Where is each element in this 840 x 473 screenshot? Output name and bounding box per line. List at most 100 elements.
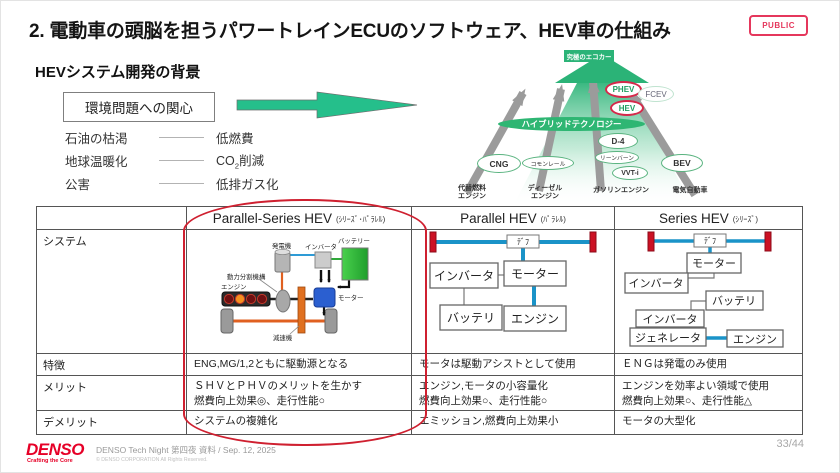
demerit-parallel: エミッション,燃費向上効果小 (412, 411, 615, 434)
denso-tagline: Crafting the Core (27, 458, 73, 464)
feature-ps: ENG,MG/1,2ともに駆動源となる (187, 354, 412, 376)
demerit-ps: システムの複雑化 (187, 411, 412, 434)
hybrid-technology-banner: ハイブリッドテクノロジー (498, 117, 645, 131)
document-info: DENSO Tech Night 第四夜 資料 / Sep. 12, 2025 (96, 445, 276, 455)
wheel-left (220, 308, 234, 334)
section-heading: HEVシステム開発の背景 (35, 64, 201, 81)
issue-effect: 低排ガス化 (216, 177, 279, 192)
label-motor: モーター (511, 267, 559, 281)
label-battery: バッテリー (338, 237, 370, 245)
label-inverter: インバータ (434, 269, 494, 283)
wheel-left (429, 231, 437, 253)
bubble-vvti: VVT-i (612, 166, 648, 180)
diagram-parallel-hev: ﾃﾞﾌ モーター インバータ バッテリ エンジン (412, 230, 615, 354)
bubble-cng: CNG (477, 154, 521, 173)
pointer-reduction (289, 325, 300, 335)
label-generator: ジェネレータ (635, 332, 701, 345)
motor-box (503, 260, 567, 287)
diagram-series-hev: ﾃﾞﾌ モーター インバータ バッテリ インバータ ジェネレータ エンジン (615, 230, 802, 354)
bubble-lean-burn: リーンバーン (595, 151, 639, 164)
label-engine: エンジン (733, 334, 777, 346)
label-diff: ﾃﾞﾌ (517, 238, 529, 247)
green-arrowhead (555, 54, 649, 83)
lane-arrow-1 (463, 88, 527, 195)
battery-box (705, 290, 764, 311)
header-empty (37, 207, 187, 230)
merit-ps: ＳＨＶとＰＨＶのメリットを生かす燃費向上効果◎、走行性能○ (187, 376, 412, 411)
reduction-gear-body (297, 286, 306, 334)
merit-series: エンジンを効率よい領域で使用燃費向上効果○、走行性能△ (615, 376, 802, 411)
label-inverter1: インバータ (629, 277, 684, 290)
label-inverter2: インバータ (643, 313, 698, 326)
motor-body (313, 287, 336, 308)
engine-cyl1 (223, 293, 235, 305)
issue-cause: 石油の枯渇 (65, 131, 128, 146)
lane-arrow-3 (587, 75, 605, 192)
bubble-bev: BEV (661, 154, 703, 172)
battery-box (439, 304, 503, 331)
motor-box (686, 252, 742, 274)
row-label-feature: 特徴 (37, 354, 187, 376)
diff-box (506, 234, 540, 249)
engine-cyl2 (234, 293, 246, 305)
bubble-common-rail: コモンレール (522, 156, 574, 170)
generator-box (629, 327, 707, 347)
dash-line (159, 159, 204, 161)
issue-effect: 低燃費 (216, 131, 254, 146)
inverter-body (314, 251, 332, 269)
copyright: © DENSO CORPORATION All Rights Reserved. (96, 457, 208, 463)
arrow-battery-motor (336, 280, 351, 289)
denso-logo: DENSO (26, 440, 84, 459)
wheel-right (324, 308, 338, 334)
inverter2-box (635, 309, 705, 328)
lane-label-diesel: ディーゼルエンジン (527, 185, 563, 201)
label-engine: エンジン (511, 312, 559, 326)
lane-label-gasoline: ガソリンエンジン (593, 187, 649, 194)
row-label-demerit: デメリット (37, 411, 187, 434)
lane-label-ev: 電気自動車 (672, 187, 708, 194)
engine-box (726, 329, 784, 348)
feature-parallel: モータは駆動アシストとして使用 (412, 354, 615, 376)
label-battery: バッテリ (447, 311, 495, 325)
concern-box: 環境問題への関心 (63, 92, 215, 122)
engine-box (503, 305, 567, 332)
diagram-parallel-series-hev: 発電機 バッテリー インバータ 動力分割機構 エンジン モーター 減速機 (187, 230, 412, 354)
issue-row-pollution: 公害 低排ガス化 (65, 174, 279, 192)
right-arrow-icon (236, 91, 418, 119)
issue-effect: CO2削減 (216, 153, 265, 171)
demerit-series: モータの大型化 (622, 415, 696, 427)
power-split-body (275, 289, 291, 313)
eco-roadmap-diagram: 究極のエコカー ハイブリッドテクノロジー PHEV FCEV HEV D-4 リ… (441, 49, 746, 207)
issue-row-warming: 地球温暖化 CO2削減 (65, 151, 265, 171)
dash-line (159, 182, 204, 184)
bubble-hev: HEV (610, 100, 644, 116)
header-series: Series HEV(ｼﾘｰｽﾞ) (615, 207, 802, 230)
bubble-phev: PHEV (605, 81, 642, 98)
wheel-right (589, 231, 597, 253)
pointer-split (258, 278, 278, 293)
header-parallel-series: Parallel-Series HEV(ｼﾘｰｽﾞ･ﾊﾟﾗﾚﾙ) (187, 207, 412, 230)
page-number: 33/44 (776, 438, 804, 450)
header-parallel: Parallel HEV(ﾊﾟﾗﾚﾙ) (412, 207, 615, 230)
bubble-d4: D-4 (598, 133, 638, 149)
label-generator: 発電機 (272, 241, 292, 250)
label-reduction: 減速機 (273, 333, 293, 342)
page-title: 2. 電動車の頭脳を担うパワートレインECUのソフトウェア、HEV車の仕組み (29, 21, 671, 42)
inverter1-box (624, 272, 689, 294)
label-diff: ﾃﾞﾌ (704, 237, 716, 246)
lane-label-alt-fuel: 代替燃料エンジン (458, 185, 486, 201)
hev-comparison-table: Parallel-Series HEV(ｼﾘｰｽﾞ･ﾊﾟﾗﾚﾙ) Paralle… (36, 206, 803, 435)
label-engine: エンジン (221, 284, 247, 291)
bubble-fcev: FCEV (638, 86, 674, 102)
engine-cyl3 (245, 293, 257, 305)
battery-body (341, 247, 369, 281)
link-battery-inverter2 (690, 300, 706, 310)
label-motor: モーター (692, 257, 736, 270)
inverter-box (429, 262, 499, 289)
generator-top (274, 248, 291, 255)
issue-row-oil: 石油の枯渇 低燃費 (65, 128, 254, 146)
dash-line (159, 136, 204, 138)
label-inverter: インバータ (305, 242, 337, 251)
feature-series: ＥＮＧは発電のみ使用 (615, 354, 802, 376)
